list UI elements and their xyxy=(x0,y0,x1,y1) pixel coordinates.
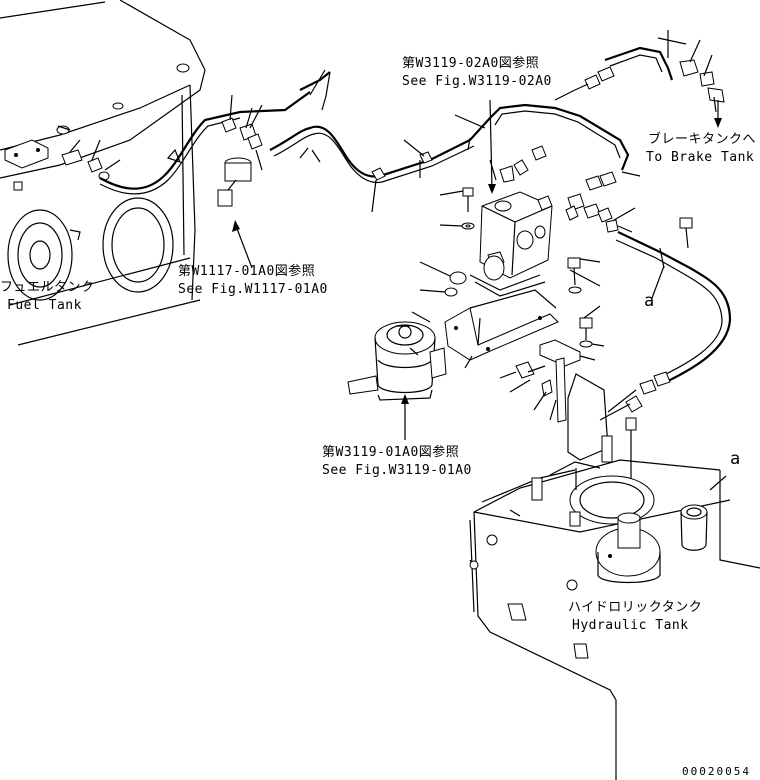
ref-w3119-01-label-jp: 第W3119-01A0図参照 xyxy=(322,445,460,460)
fuel-hose xyxy=(99,91,311,190)
reservoir-bracket xyxy=(439,145,553,297)
middle-fittings xyxy=(217,94,263,207)
ref-w1117-label-jp: 第W1117-01A0図参照 xyxy=(178,264,316,279)
reservoir-arrow xyxy=(489,99,493,189)
ref-w3119-02-label-en: See Fig.W3119-02A0 xyxy=(402,74,552,89)
document-number: 00020054 xyxy=(682,765,751,778)
callout-a-line xyxy=(709,475,727,491)
fuel-tank-label-en: Fuel Tank xyxy=(7,298,82,313)
hydraulic-tank-label-jp: ハイドロリックタンク xyxy=(568,600,703,615)
fuel-tank-label-jp: フュエルタンク xyxy=(0,280,95,295)
sensor-arrow xyxy=(235,225,253,269)
callout-a-tank: a xyxy=(730,449,741,469)
return-hose xyxy=(617,231,732,386)
hydraulic-tank-label-en: Hydraulic Tank xyxy=(572,618,689,633)
ref-w3119-01-label-en: See Fig.W3119-01A0 xyxy=(322,463,472,478)
right-fittings xyxy=(565,171,641,287)
fuel-tank xyxy=(0,0,206,346)
hydraulic-tank xyxy=(469,459,760,780)
filter-assembly xyxy=(347,311,447,401)
callout-a-hose: a xyxy=(644,291,655,311)
brake-tank-label-en: To Brake Tank xyxy=(646,150,755,165)
brake-lines xyxy=(489,30,725,171)
ref-w1117-label-en: See Fig.W1117-01A0 xyxy=(178,282,328,297)
ref-w3119-02-label-jp: 第W3119-02A0図参照 xyxy=(402,56,540,71)
center-hose xyxy=(269,117,491,178)
vertical-stay xyxy=(499,305,613,463)
brake-tank-label-jp: ブレーキタンクへ xyxy=(648,132,757,147)
lower-bracket xyxy=(419,257,582,369)
